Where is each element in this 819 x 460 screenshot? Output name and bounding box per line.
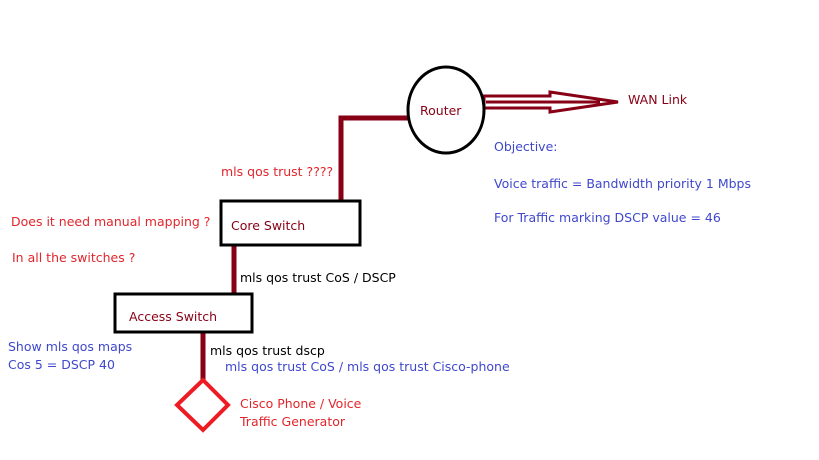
router-label: Router (420, 103, 462, 118)
cos-mapping-note: Cos 5 = DSCP 40 (8, 357, 115, 372)
wan-link-label: WAN Link (628, 92, 688, 107)
objective-marking: For Traffic marking DSCP value = 46 (494, 210, 721, 225)
show-maps-note: Show mls qos maps (8, 339, 133, 354)
router-node (406, 65, 486, 155)
access-switch-label: Access Switch (129, 309, 218, 324)
manual-mapping-question: Does it need manual mapping ? (11, 214, 211, 229)
access-switch-node (113, 292, 254, 334)
phone-label-line1: Cisco Phone / Voice (240, 396, 362, 411)
core-to-router-link (338, 115, 411, 201)
objective-heading: Objective: (494, 139, 558, 154)
core-access-trust-command: mls qos trust CoS / DSCP (240, 270, 396, 285)
all-switches-question: In all the switches ? (12, 250, 136, 265)
trust-question: mls qos trust ???? (221, 164, 334, 179)
alt-trust-command: mls qos trust CoS / mls qos trust Cisco-… (225, 359, 510, 374)
wan-link-arrow (482, 90, 619, 114)
objective-voice: Voice traffic = Bandwidth priority 1 Mbp… (494, 176, 752, 191)
core-switch-node (219, 199, 362, 247)
access-phone-trust-command: mls qos trust dscp (210, 343, 325, 358)
phone-label-line2: Traffic Generator (240, 414, 346, 429)
phone-node (174, 377, 231, 433)
core-switch-label: Core Switch (231, 218, 306, 233)
